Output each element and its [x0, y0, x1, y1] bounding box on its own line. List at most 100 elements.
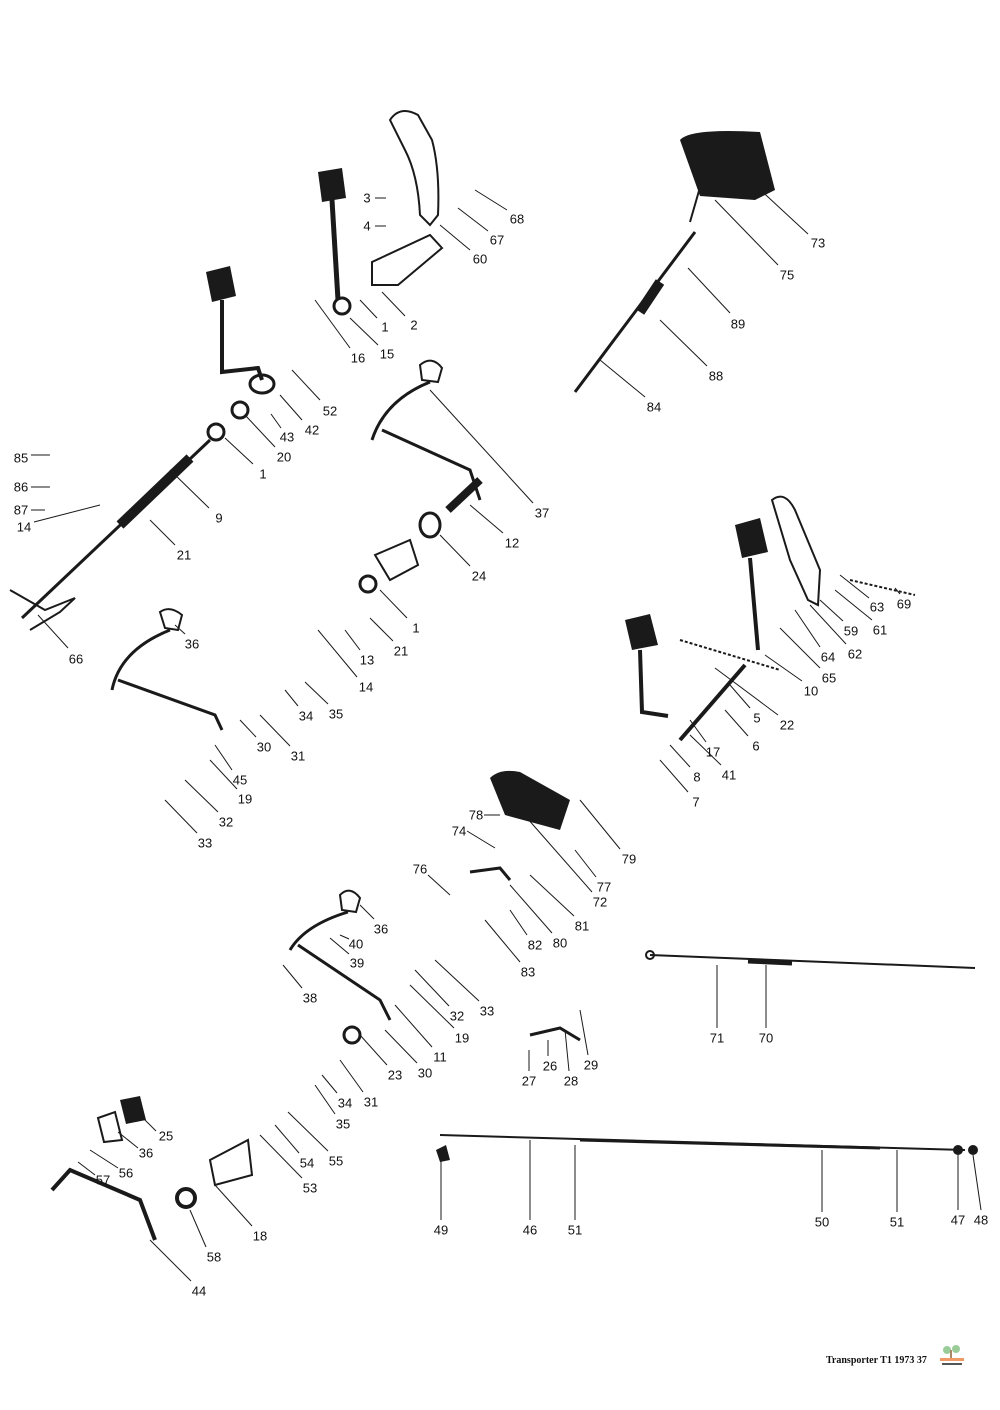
part-number-34: 34 — [298, 708, 314, 724]
part-number-29: 29 — [583, 1057, 599, 1073]
part-number-9: 9 — [215, 510, 223, 526]
part-number-76: 76 — [412, 861, 428, 877]
brake-pedal-right — [770, 495, 822, 607]
leader-line-15 — [349, 317, 379, 346]
part-number-69: 69 — [896, 596, 912, 612]
part-number-84: 84 — [646, 399, 662, 415]
leader-line-65 — [779, 627, 821, 669]
part-number-45: 45 — [232, 772, 248, 788]
leader-line-32 — [414, 969, 450, 1007]
part-number-63: 63 — [869, 599, 885, 615]
part-number-33: 33 — [479, 1003, 495, 1019]
leader-line-48 — [972, 1154, 982, 1211]
part-number-54: 54 — [299, 1155, 315, 1171]
page-caption: Transporter T1 1973 37 — [826, 1355, 927, 1366]
part-number-64: 64 — [820, 649, 836, 665]
return-spring-69 — [849, 579, 916, 596]
part-number-55: 55 — [328, 1153, 344, 1169]
leader-line-2 — [381, 291, 406, 317]
part-number-86: 86 — [13, 479, 29, 495]
part-number-60: 60 — [472, 251, 488, 267]
leader-line-74 — [466, 830, 496, 849]
bracket-block — [373, 538, 420, 582]
part-number-12: 12 — [504, 535, 520, 551]
leader-line-36 — [174, 624, 186, 635]
leader-line-18 — [214, 1184, 253, 1227]
part-number-7: 7 — [692, 794, 700, 810]
part-number-19: 19 — [237, 791, 253, 807]
part-number-35: 35 — [328, 706, 344, 722]
bushing-1 — [206, 422, 226, 442]
leader-line-77 — [574, 849, 597, 878]
leader-line-11 — [394, 1004, 433, 1048]
leader-line-61 — [834, 589, 873, 621]
part-number-32: 32 — [218, 814, 234, 830]
spring-24 — [418, 511, 442, 539]
part-number-51: 51 — [567, 1222, 583, 1238]
part-number-38: 38 — [302, 990, 318, 1006]
leader-line-80 — [509, 884, 553, 934]
pedal-37-pad — [418, 359, 444, 384]
leader-line-63 — [839, 574, 870, 599]
leader-line-14 — [33, 504, 101, 523]
part-number-53: 53 — [302, 1180, 318, 1196]
part-number-59: 59 — [843, 623, 859, 639]
leader-line-20 — [244, 414, 276, 448]
leader-line-53 — [259, 1134, 303, 1179]
part-number-81: 81 — [574, 918, 590, 934]
part-number-70: 70 — [758, 1030, 774, 1046]
part-number-36: 36 — [184, 636, 200, 652]
shaft-lever-66 — [9, 589, 76, 631]
part-number-17: 17 — [705, 744, 721, 760]
leader-line-22 — [714, 667, 779, 716]
pedal-36-pad — [158, 608, 184, 632]
part-number-22: 22 — [779, 717, 795, 733]
leader-line-39 — [329, 937, 350, 955]
leader-line-40 — [339, 934, 350, 940]
part-number-37: 37 — [534, 505, 550, 521]
part-number-10: 10 — [803, 683, 819, 699]
leader-line-10 — [764, 654, 803, 682]
accelerator-pedal-72 — [490, 770, 570, 830]
leader-line-19 — [409, 984, 455, 1029]
part-number-24: 24 — [471, 568, 487, 584]
leader-line-36 — [359, 904, 375, 920]
nut-47 — [953, 1145, 963, 1155]
part-number-65: 65 — [821, 670, 837, 686]
cable-eye — [645, 950, 655, 960]
cable-end-49 — [436, 1145, 450, 1162]
leader-line-88 — [659, 319, 708, 367]
pedal-36b-arm — [288, 910, 392, 1021]
brake-pedal-upper — [388, 110, 440, 227]
part-number-20: 20 — [276, 449, 292, 465]
pedal-37-arm — [370, 380, 482, 501]
left-pedal-pad — [206, 266, 236, 302]
bracket-18 — [208, 1138, 254, 1187]
leader-line-34 — [284, 689, 299, 707]
leader-line-82 — [509, 909, 528, 936]
leader-line-12 — [469, 504, 504, 534]
part-number-43: 43 — [279, 429, 295, 445]
part-number-41: 41 — [721, 767, 737, 783]
part-number-34: 34 — [337, 1095, 353, 1111]
part-number-61: 61 — [872, 622, 888, 638]
leader-line-14 — [317, 629, 358, 678]
pedal-44-arm — [50, 1167, 157, 1241]
part-number-88: 88 — [708, 368, 724, 384]
leader-line-44 — [149, 1239, 192, 1282]
leader-line-6 — [724, 709, 749, 737]
shaft-sleeve — [635, 279, 665, 315]
part-number-32: 32 — [449, 1008, 465, 1024]
part-number-27: 27 — [521, 1073, 537, 1089]
part-number-83: 83 — [520, 964, 536, 980]
leader-line-59 — [819, 599, 844, 622]
part-number-25: 25 — [158, 1128, 174, 1144]
part-number-3: 3 — [363, 190, 371, 206]
part-number-23: 23 — [387, 1067, 403, 1083]
part-number-4: 4 — [363, 218, 371, 234]
leader-line-36 — [117, 1131, 139, 1149]
part-number-14: 14 — [358, 679, 374, 695]
leader-line-31 — [339, 1059, 364, 1093]
leader-line-54 — [274, 1124, 300, 1154]
